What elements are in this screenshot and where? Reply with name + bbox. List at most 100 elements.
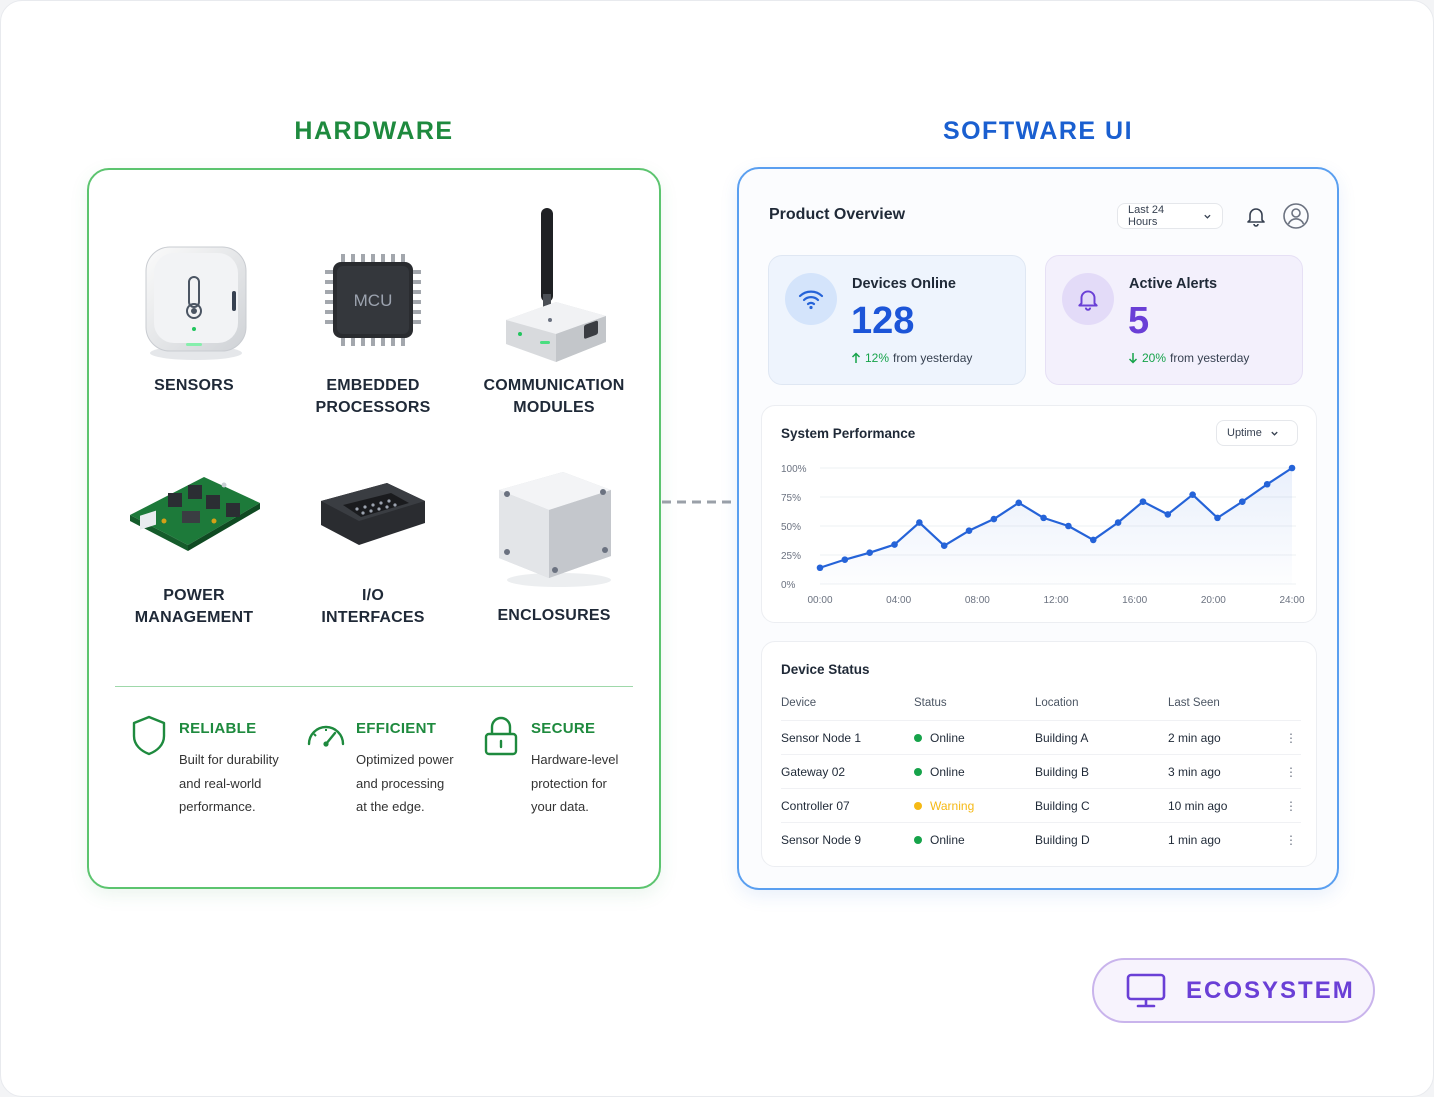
status-dot bbox=[914, 802, 922, 810]
metric-select[interactable]: Uptime bbox=[1216, 420, 1298, 446]
feature-title-reliable: RELIABLE bbox=[179, 720, 257, 737]
bell-icon bbox=[1062, 273, 1114, 325]
x-tick-label: 08:00 bbox=[965, 595, 990, 606]
data-point bbox=[1214, 514, 1221, 522]
data-point bbox=[1164, 511, 1172, 518]
cell-last-seen: 2 min ago bbox=[1168, 731, 1221, 745]
hw-item-sensors: SENSORS bbox=[104, 225, 284, 397]
status-text: Warning bbox=[930, 799, 975, 813]
cell-device: Sensor Node 9 bbox=[781, 833, 862, 847]
stat-delta-suffix: from yesterday bbox=[1170, 351, 1250, 365]
user-avatar-icon[interactable] bbox=[1282, 202, 1310, 230]
cell-device: Sensor Node 1 bbox=[781, 731, 862, 745]
data-point bbox=[1089, 536, 1097, 544]
data-point bbox=[891, 541, 898, 548]
col-last-seen: Last Seen bbox=[1168, 697, 1220, 709]
hw-item-io: I/O INTERFACES bbox=[283, 435, 463, 629]
chevron-down-icon bbox=[1204, 214, 1211, 219]
hardware-title: HARDWARE bbox=[294, 117, 454, 145]
cell-status: Online bbox=[914, 721, 965, 755]
gauge-icon bbox=[306, 714, 346, 758]
col-device: Device bbox=[781, 697, 817, 709]
time-range-select[interactable]: Last 24 Hours bbox=[1117, 203, 1223, 229]
more-options-icon[interactable]: ⋮ bbox=[1285, 731, 1297, 745]
notifications-bell-icon[interactable] bbox=[1244, 204, 1268, 228]
feature-title-secure: SECURE bbox=[531, 720, 596, 737]
data-point bbox=[866, 549, 873, 556]
hw-item-processors: MCU EMBEDDED PROCESSORS bbox=[283, 225, 463, 419]
device-status-card: Device Status Device Status Location Las… bbox=[761, 641, 1317, 867]
mcu-chip-text: MCU bbox=[354, 291, 393, 310]
antenna-module-icon bbox=[464, 198, 644, 375]
dashboard-title: Product Overview bbox=[769, 206, 906, 223]
data-point bbox=[1065, 522, 1072, 530]
table-row[interactable]: Gateway 02 Online Building B 3 min ago ⋮ bbox=[781, 754, 1301, 788]
cell-device: Gateway 02 bbox=[781, 765, 846, 779]
mcu-chip-icon: MCU bbox=[283, 225, 463, 375]
hw-item-power: POWER MANAGEMENT bbox=[104, 435, 284, 629]
feature-desc-reliable: Built for durability and real-world perf… bbox=[179, 752, 279, 814]
feature-title-efficient: EFFICIENT bbox=[356, 720, 437, 737]
hw-label-processors: EMBEDDED PROCESSORS bbox=[315, 377, 431, 416]
cell-status: Online bbox=[914, 823, 965, 857]
cell-last-seen: 10 min ago bbox=[1168, 799, 1228, 813]
data-point bbox=[841, 556, 849, 563]
performance-title: System Performance bbox=[781, 426, 916, 441]
stat-delta-pct: 12% bbox=[865, 351, 890, 365]
stat-value: 5 bbox=[1128, 300, 1150, 342]
software-title: SOFTWARE UI bbox=[942, 117, 1134, 145]
hw-label-power: POWER MANAGEMENT bbox=[134, 587, 254, 626]
data-point bbox=[816, 564, 824, 572]
shield-icon bbox=[129, 714, 169, 758]
chevron-down-icon bbox=[1271, 431, 1278, 436]
data-point bbox=[965, 527, 973, 534]
data-point bbox=[1139, 498, 1147, 505]
data-point bbox=[1114, 519, 1122, 526]
data-point bbox=[1239, 498, 1246, 505]
status-text: Online bbox=[930, 833, 965, 847]
software-panel: Product Overview Last 24 Hours bbox=[737, 167, 1339, 890]
hw-item-enclosures: ENCLOSURES bbox=[464, 445, 644, 627]
cell-last-seen: 1 min ago bbox=[1168, 833, 1221, 847]
ecosystem-label: ECOSYSTEM bbox=[1186, 976, 1355, 1004]
stat-delta: 12% from yesterday bbox=[851, 351, 972, 365]
data-point bbox=[990, 515, 998, 523]
y-tick-label: 100% bbox=[781, 464, 807, 475]
sensor-icon bbox=[104, 225, 284, 375]
table-row[interactable]: Sensor Node 9 Online Building D 1 min ag… bbox=[781, 822, 1301, 856]
table-row[interactable]: Controller 07 Warning Building C 10 min … bbox=[781, 788, 1301, 822]
x-tick-label: 16:00 bbox=[1122, 595, 1147, 606]
more-options-icon[interactable]: ⋮ bbox=[1285, 765, 1297, 779]
col-status: Status bbox=[914, 697, 947, 709]
feature-desc-efficient: Optimized power and processing at the ed… bbox=[356, 752, 454, 814]
system-performance-card: System Performance Uptime 0%25%50%75%100… bbox=[761, 405, 1317, 623]
x-tick-label: 24:00 bbox=[1279, 595, 1304, 606]
hardware-panel: SENSORS MCU EMBEDDED PROCESSORS bbox=[87, 168, 661, 889]
y-tick-label: 0% bbox=[781, 580, 796, 591]
more-options-icon[interactable]: ⋮ bbox=[1285, 799, 1297, 813]
hw-item-communication: COMMUNICATION MODULES bbox=[464, 198, 644, 419]
stat-delta: 20% from yesterday bbox=[1128, 351, 1249, 365]
hw-label-io: I/O INTERFACES bbox=[321, 587, 425, 626]
status-dot bbox=[914, 768, 922, 776]
data-point bbox=[1263, 480, 1271, 488]
cell-location: Building B bbox=[1035, 765, 1090, 779]
metric-value: Uptime bbox=[1227, 427, 1262, 439]
status-text: Online bbox=[930, 731, 965, 745]
lock-icon bbox=[481, 714, 521, 758]
stat-card-devices-online[interactable]: Devices Online 128 12% from yesterday bbox=[768, 255, 1026, 385]
hw-label-sensors: SENSORS bbox=[154, 377, 234, 394]
table-header: Device Status Location Last Seen bbox=[781, 686, 1301, 720]
data-point bbox=[916, 519, 923, 526]
series-area bbox=[820, 468, 1292, 584]
enclosure-icon bbox=[464, 445, 644, 605]
cell-location: Building A bbox=[1035, 731, 1089, 745]
more-options-icon[interactable]: ⋮ bbox=[1285, 833, 1297, 847]
table-row[interactable]: Sensor Node 1 Online Building A 2 min ag… bbox=[781, 720, 1301, 754]
status-dot bbox=[914, 734, 922, 742]
y-tick-label: 25% bbox=[781, 551, 801, 562]
data-point bbox=[1288, 464, 1296, 472]
stat-card-active-alerts[interactable]: Active Alerts 5 20% from yesterday bbox=[1045, 255, 1303, 385]
feature-desc-secure: Hardware-level protection for your data. bbox=[531, 752, 619, 814]
